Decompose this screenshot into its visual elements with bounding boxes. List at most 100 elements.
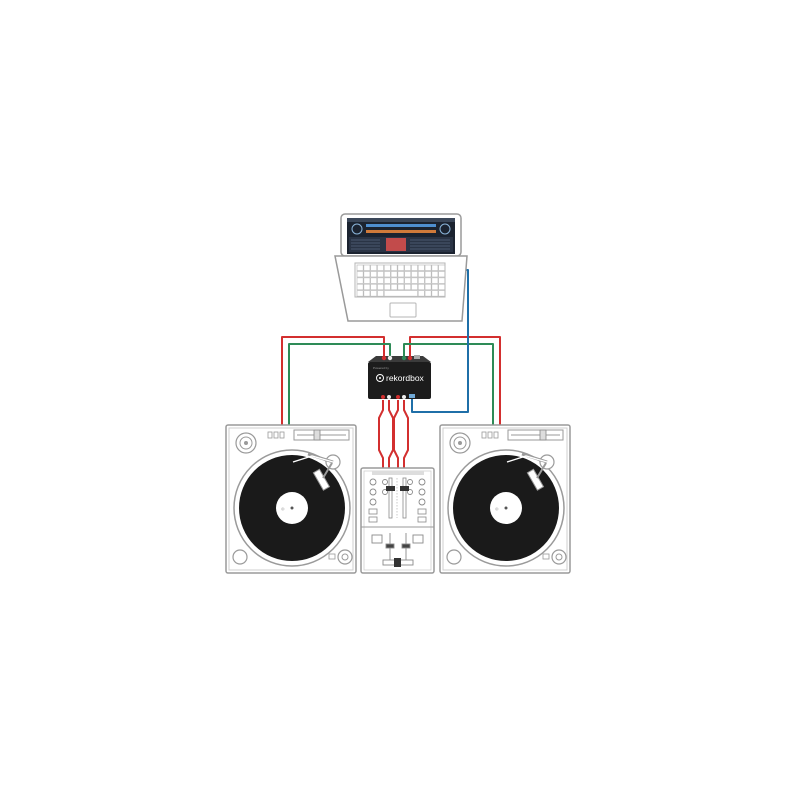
cable-right-deck-audio-green	[403, 343, 494, 425]
keyboard-key	[370, 277, 378, 284]
rekordbox-logo-icon	[376, 374, 384, 382]
keyboard-key	[370, 283, 378, 291]
deck-right-headshell	[526, 468, 545, 491]
keyboard-key	[404, 271, 412, 278]
keyboard-key	[390, 283, 398, 291]
dj-mixer	[360, 467, 435, 574]
keyboard-key	[431, 271, 439, 278]
keyboard-key	[411, 283, 418, 291]
screen-toolbar	[347, 218, 455, 222]
interface-body	[368, 362, 431, 399]
keyboard-key	[377, 264, 384, 271]
keyboard-key	[431, 277, 439, 284]
keyboard-key	[370, 271, 378, 278]
keyboard-key	[383, 283, 391, 291]
cable-mixer-left-red-2	[388, 400, 394, 468]
keyboard-key	[377, 271, 384, 278]
keyboard-key	[383, 271, 391, 278]
keyboard-key	[404, 264, 412, 271]
audio-interface: Powered by rekordbox	[368, 355, 431, 399]
keyboard-key	[363, 290, 371, 297]
keyboard-key	[390, 277, 398, 284]
screen-right-jog	[439, 223, 451, 235]
cable-mixer-right-red-2	[403, 400, 409, 468]
keyboard-key	[438, 271, 446, 278]
keyboard-key	[363, 264, 371, 271]
keyboard-key	[417, 277, 425, 284]
keyboard-key	[363, 277, 371, 284]
interface-brand-small: Powered by	[373, 366, 389, 370]
mixer-knobs	[369, 478, 426, 506]
keyboard-key	[424, 283, 432, 291]
deck-right-button	[481, 431, 487, 439]
keyboard-key	[431, 264, 439, 271]
keyboard-key	[424, 264, 432, 271]
keyboard-key	[356, 264, 364, 271]
cable-left-deck-audio-red	[281, 336, 385, 425]
keyboard-key	[417, 264, 425, 271]
turntable-right: ◎	[439, 424, 571, 574]
keyboard-key	[438, 264, 446, 271]
mixer-channel-faders	[386, 477, 409, 519]
mixer-lower-controls	[371, 533, 424, 562]
keyboard-key	[363, 283, 371, 291]
cable-group	[281, 269, 501, 468]
deck-left-button	[267, 431, 273, 439]
keyboard-key	[424, 290, 432, 297]
keyboard-key	[377, 283, 384, 291]
keyboard-key	[383, 277, 391, 284]
keyboard-key	[438, 283, 446, 291]
keyboard-spacebar	[383, 290, 418, 297]
keyboard-key	[424, 271, 432, 278]
keyboard-key	[438, 290, 446, 297]
keyboard-key	[363, 271, 371, 278]
interface-brand-label: rekordbox	[386, 373, 425, 383]
keyboard-key	[404, 277, 412, 284]
keyboard-keys	[356, 264, 446, 297]
keyboard-key	[390, 264, 398, 271]
keyboard-key	[431, 283, 439, 291]
keyboard-key	[390, 271, 398, 278]
keyboard-key	[411, 271, 418, 278]
screen-center-art	[386, 238, 406, 251]
deck-right-start-button	[446, 549, 462, 565]
screen-track-list	[351, 239, 450, 250]
deck-left-headshell	[312, 468, 331, 491]
keyboard-key	[417, 283, 425, 291]
keyboard-key	[431, 290, 439, 297]
keyboard-key	[377, 277, 384, 284]
keyboard-key	[417, 271, 425, 278]
keyboard-key	[356, 271, 364, 278]
cable-left-deck-audio-green	[288, 343, 391, 425]
keyboard-key	[370, 290, 378, 297]
keyboard-key	[356, 290, 364, 297]
keyboard-key	[397, 283, 405, 291]
interface-jacks-bottom	[381, 394, 415, 399]
deck-right-light	[551, 549, 567, 565]
keyboard-key	[411, 264, 418, 271]
keyboard-key	[411, 277, 418, 284]
keyboard-key	[356, 277, 364, 284]
keyboard-key	[377, 290, 384, 297]
cable-mixer-right-red	[393, 400, 399, 468]
keyboard-key	[397, 264, 405, 271]
keyboard-key	[438, 277, 446, 284]
deck-left-label-text: ◎	[281, 506, 285, 511]
keyboard-key	[417, 290, 425, 297]
cable-mixer-left-red	[378, 400, 384, 468]
deck-left-light	[337, 549, 353, 565]
interface-jacks-top	[381, 355, 420, 361]
screen-waveform	[366, 224, 436, 227]
keyboard-key	[397, 271, 405, 278]
keyboard-key	[424, 277, 432, 284]
deck-left-start-button	[232, 549, 248, 565]
turntable-left: ◎	[225, 424, 357, 574]
mixer-chassis	[360, 467, 435, 574]
keyboard-key	[397, 277, 405, 284]
keyboard-key	[370, 264, 378, 271]
screen-waveform-2	[366, 230, 436, 233]
laptop-computer	[334, 213, 468, 322]
cable-right-deck-audio-red	[409, 336, 501, 425]
